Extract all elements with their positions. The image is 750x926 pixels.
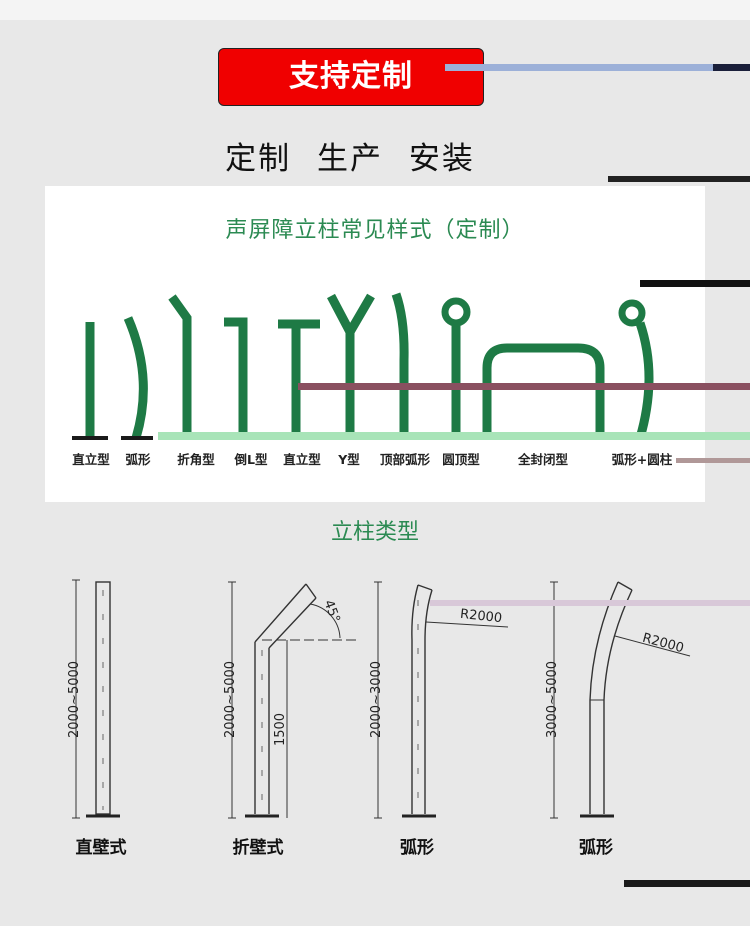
type-label: 倒L型: [234, 452, 268, 467]
height-dimension: 2000~3000: [369, 660, 385, 739]
drawing-caption: 弧形: [400, 838, 434, 858]
customization-badge: 支持定制: [218, 48, 484, 106]
height-dimension: 2000~5000: [223, 660, 239, 739]
type-label: 全封闭型: [517, 452, 569, 467]
post-straight: [95, 581, 111, 815]
column-types-title: 立柱类型: [330, 520, 419, 545]
type-label: 直立型: [283, 452, 321, 467]
type-label: 圆顶型: [442, 452, 480, 467]
post-arc-round: [618, 299, 646, 327]
type-label: 折角型: [177, 452, 215, 467]
artifact-line: [640, 280, 750, 287]
post-arc-short: [411, 584, 433, 814]
artifact-line: [158, 432, 750, 440]
artifact-line: [608, 176, 750, 182]
post-folded: [254, 583, 317, 814]
type-label: 直立型: [72, 452, 110, 467]
drawing-caption: 弧形: [579, 838, 613, 858]
styles-panel: [45, 186, 705, 502]
artifact-line: [430, 600, 750, 606]
post-inverted-l: [224, 317, 248, 438]
top-strip: [0, 0, 750, 20]
type-label: 顶部弧形: [379, 452, 431, 467]
height-dimension: 3000~5000: [545, 660, 561, 739]
artifact-line: [713, 64, 750, 71]
post-curved: [123, 316, 148, 440]
type-label: 弧形: [125, 452, 151, 467]
post-arc-tall: [589, 581, 633, 814]
post-bent-angle: [168, 294, 192, 438]
styles-panel-title: 声屏障立柱常见样式（定制）: [225, 218, 525, 243]
drawing-caption: 折壁式: [232, 838, 284, 858]
artifact-line: [676, 458, 750, 463]
post-fully-enclosed: [482, 343, 605, 438]
artifact-line: [298, 383, 750, 390]
type-label: Y型: [338, 452, 360, 467]
artifact-line: [624, 880, 750, 887]
page-subtitle: 定制 生产 安装: [225, 141, 475, 177]
lower-dimension: 1500: [273, 712, 289, 747]
post-top-arc: [391, 292, 409, 438]
type-label: 弧形+圆柱: [611, 452, 673, 467]
drawing-caption: 直壁式: [75, 838, 127, 858]
height-dimension: 2000~5000: [67, 660, 83, 739]
artifact-line: [445, 64, 713, 71]
